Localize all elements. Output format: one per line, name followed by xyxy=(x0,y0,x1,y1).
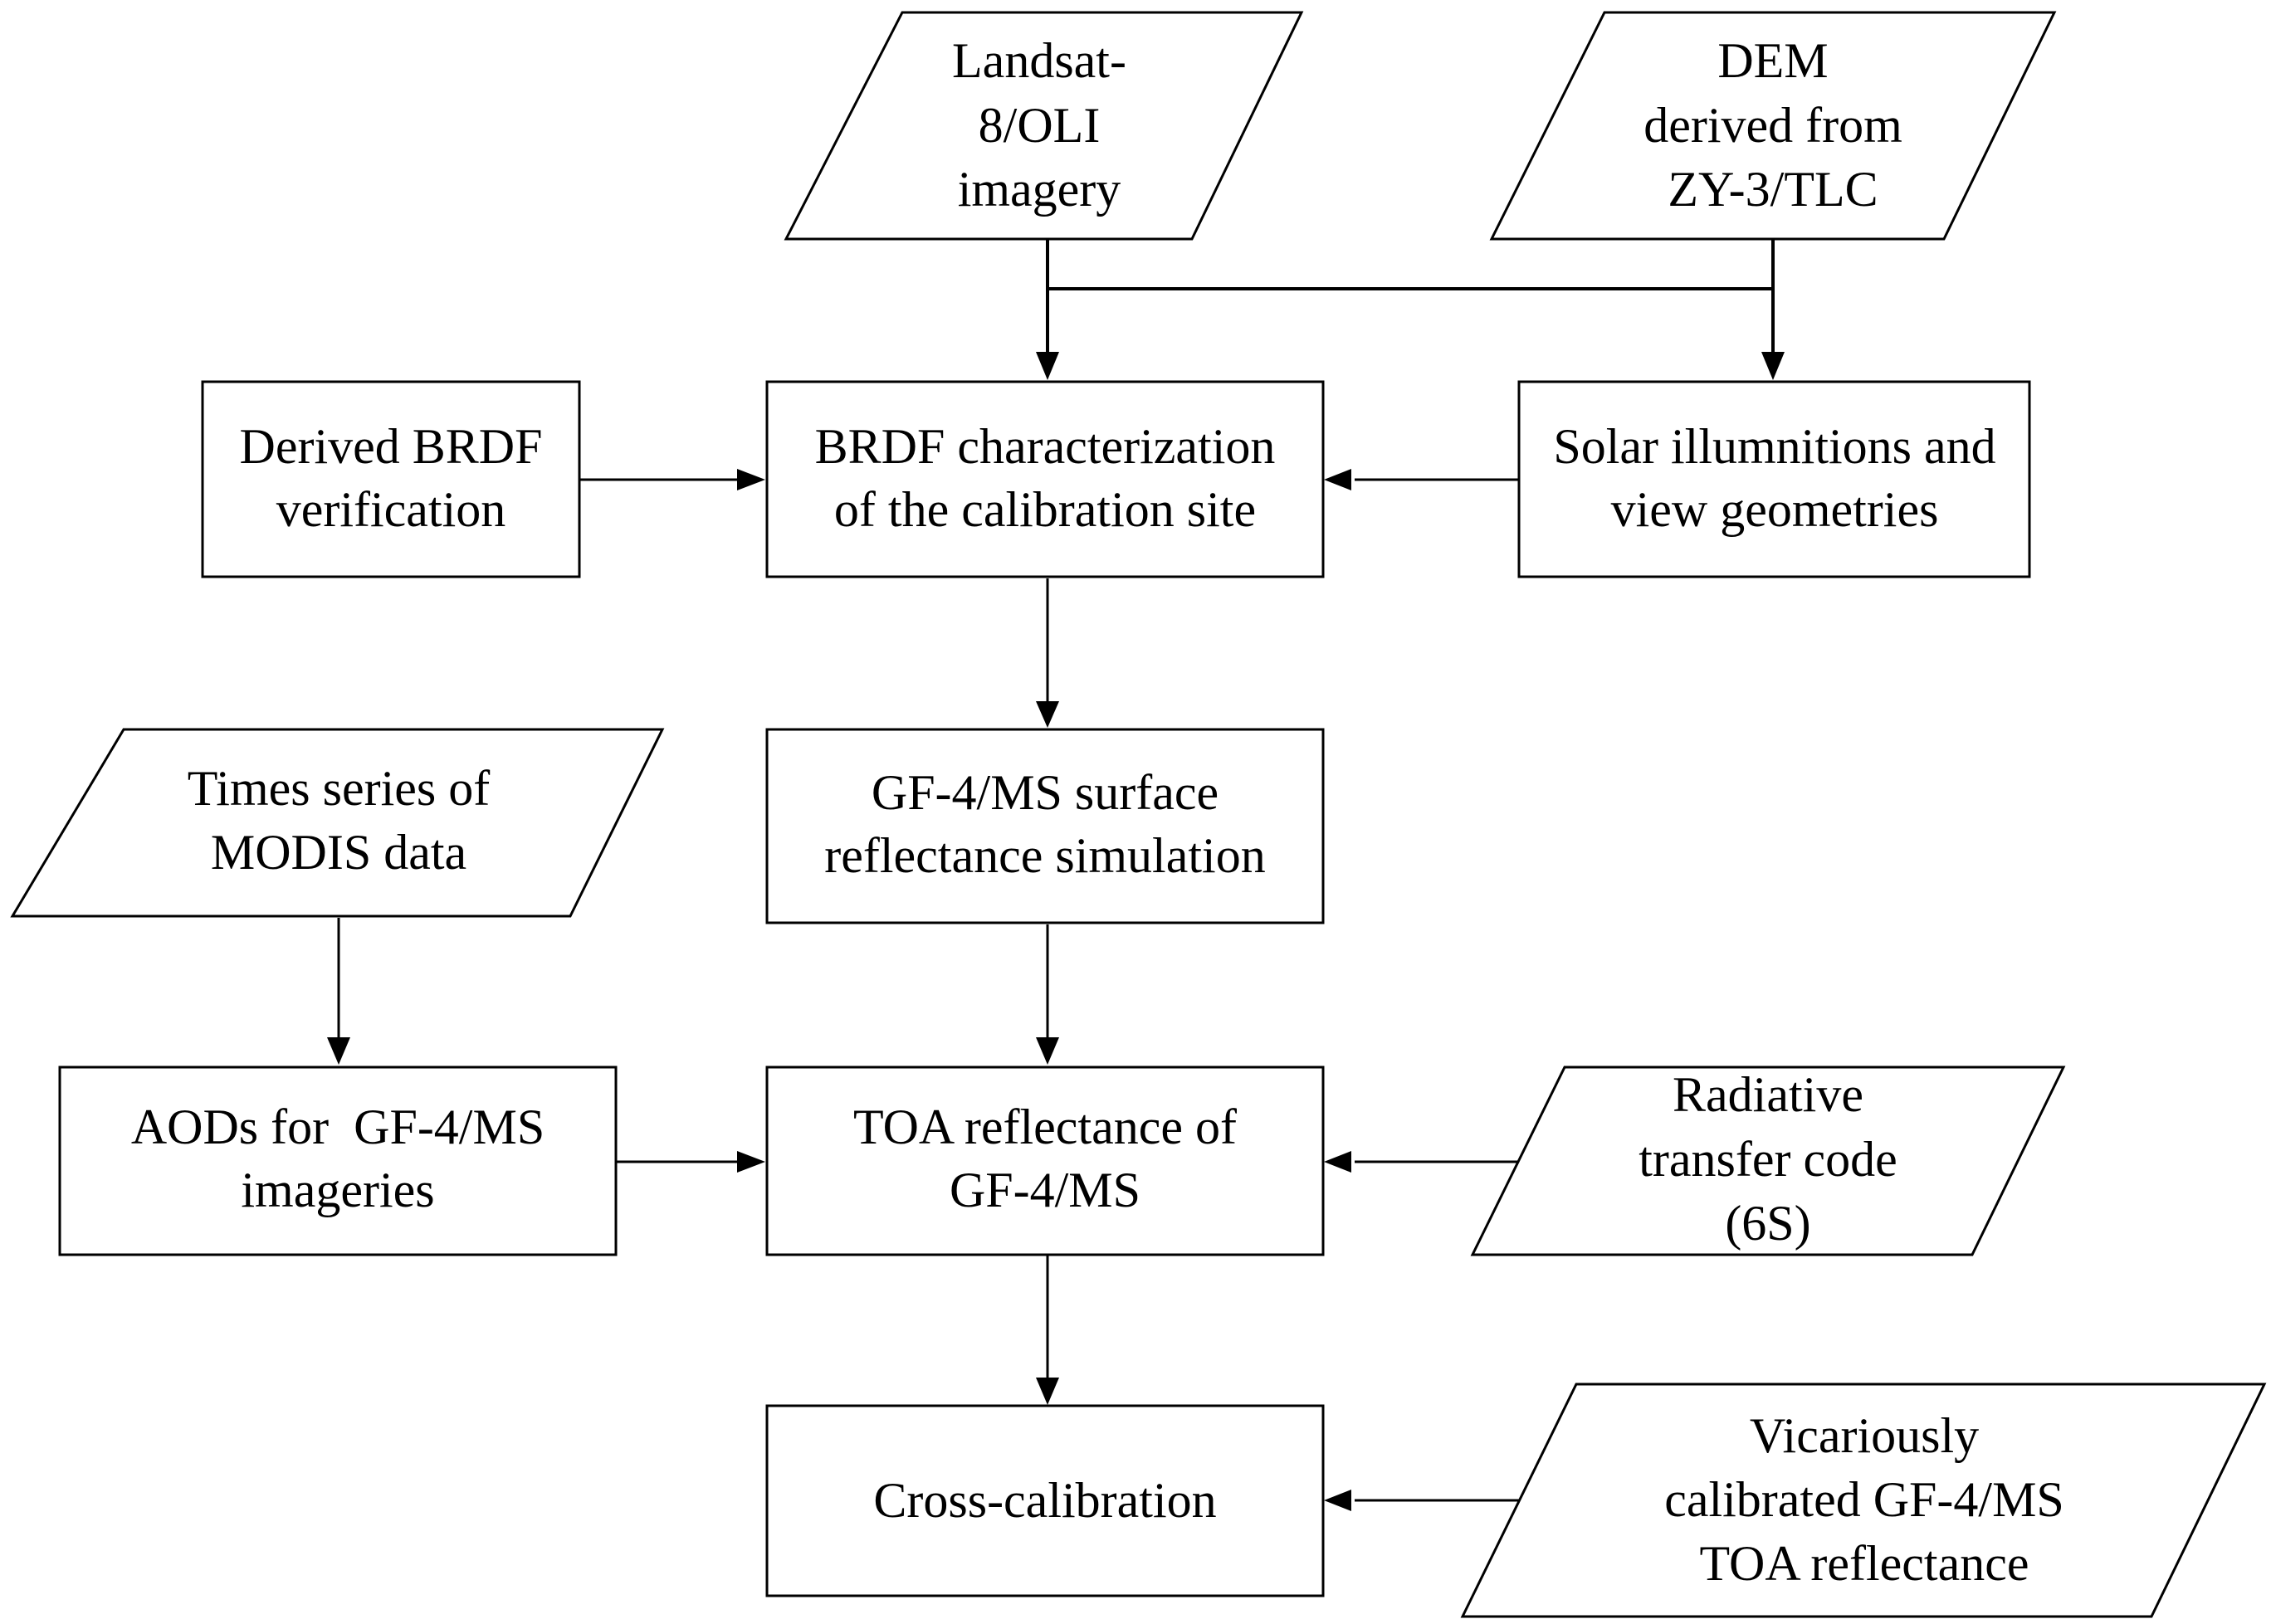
vicar-line-3: TOA reflectance xyxy=(1699,1536,2029,1591)
brdf-char-line-2: of the calibration site xyxy=(834,482,1256,537)
node-vicarious-calibration: Vicariously calibrated GF-4/MS TOA refle… xyxy=(1460,1383,2267,1618)
node-modis-data: Times series of MODIS data xyxy=(10,728,665,918)
toa-line-1: TOA reflectance of xyxy=(853,1100,1237,1154)
brdf-verify-line-2: verification xyxy=(276,482,506,537)
node-toa-reflectance: TOA reflectance of GF-4/MS xyxy=(765,1066,1325,1256)
arrowhead-brdf-char-top xyxy=(1036,352,1059,380)
arrowhead-toa-left xyxy=(737,1151,765,1173)
brdf-verify-line-1: Derived BRDF xyxy=(240,419,543,474)
landsat-line-2: 8/OLI xyxy=(979,98,1101,153)
node-solar-geometries: Solar illumnitions and view geometries xyxy=(1517,380,2031,578)
solar-line-2: view geometries xyxy=(1611,482,1939,537)
cross-line-1: Cross-calibration xyxy=(873,1473,1216,1528)
arrowheads xyxy=(327,352,1785,1511)
landsat-line-1: Landsat- xyxy=(952,33,1126,88)
aod-line-1: AODs for GF-4/MS xyxy=(131,1100,545,1154)
node-cross-calibration: Cross-calibration xyxy=(765,1404,1325,1597)
rt-line-2: transfer code xyxy=(1639,1132,1897,1187)
vicar-line-1: Vicariously xyxy=(1750,1408,1979,1463)
brdf-char-line-1: BRDF characterization xyxy=(815,419,1276,474)
modis-line-2: MODIS data xyxy=(211,825,466,880)
node-surface-reflectance: GF-4/MS surface reflectance simulation xyxy=(765,728,1325,924)
arrowhead-solar-top xyxy=(1761,352,1785,380)
toa-line-2: GF-4/MS xyxy=(950,1163,1140,1217)
landsat-line-3: imagery xyxy=(958,162,1121,217)
arrowhead-surface-top xyxy=(1036,701,1059,728)
node-aods: AODs for GF-4/MS imageries xyxy=(58,1066,618,1256)
node-radiative-transfer: Radiative transfer code (6S) xyxy=(1470,1066,2066,1256)
rt-line-1: Radiative xyxy=(1673,1067,1863,1122)
surface-line-1: GF-4/MS surface xyxy=(872,765,1219,820)
dem-line-2: derived from xyxy=(1643,98,1902,153)
rt-line-3: (6S) xyxy=(1725,1196,1810,1251)
surface-line-2: reflectance simulation xyxy=(824,828,1265,883)
arrowhead-brdf-char-right xyxy=(1324,469,1351,490)
node-landsat-imagery: Landsat- 8/OLI imagery xyxy=(784,11,1304,241)
aod-line-2: imageries xyxy=(241,1163,434,1217)
arrowhead-cross-right xyxy=(1324,1490,1351,1511)
arrowhead-brdf-char-left xyxy=(737,469,765,490)
node-brdf-characterization: BRDF characterization of the calibration… xyxy=(765,380,1325,578)
dem-line-1: DEM xyxy=(1717,33,1828,88)
arrowhead-toa-top xyxy=(1036,1037,1059,1065)
arrowhead-cross-top xyxy=(1036,1378,1059,1405)
dem-line-3: ZY-3/TLC xyxy=(1668,162,1878,217)
arrowhead-aod-top xyxy=(327,1037,350,1065)
solar-line-1: Solar illumnitions and xyxy=(1553,419,1995,474)
arrowhead-toa-right xyxy=(1324,1151,1351,1173)
connectors xyxy=(337,239,1775,1502)
node-dem: DEM derived from ZY-3/TLC xyxy=(1489,11,2057,241)
modis-line-1: Times series of xyxy=(188,761,490,816)
node-derived-brdf-verification: Derived BRDF verification xyxy=(201,380,581,578)
vicar-line-2: calibrated GF-4/MS xyxy=(1664,1472,2064,1527)
